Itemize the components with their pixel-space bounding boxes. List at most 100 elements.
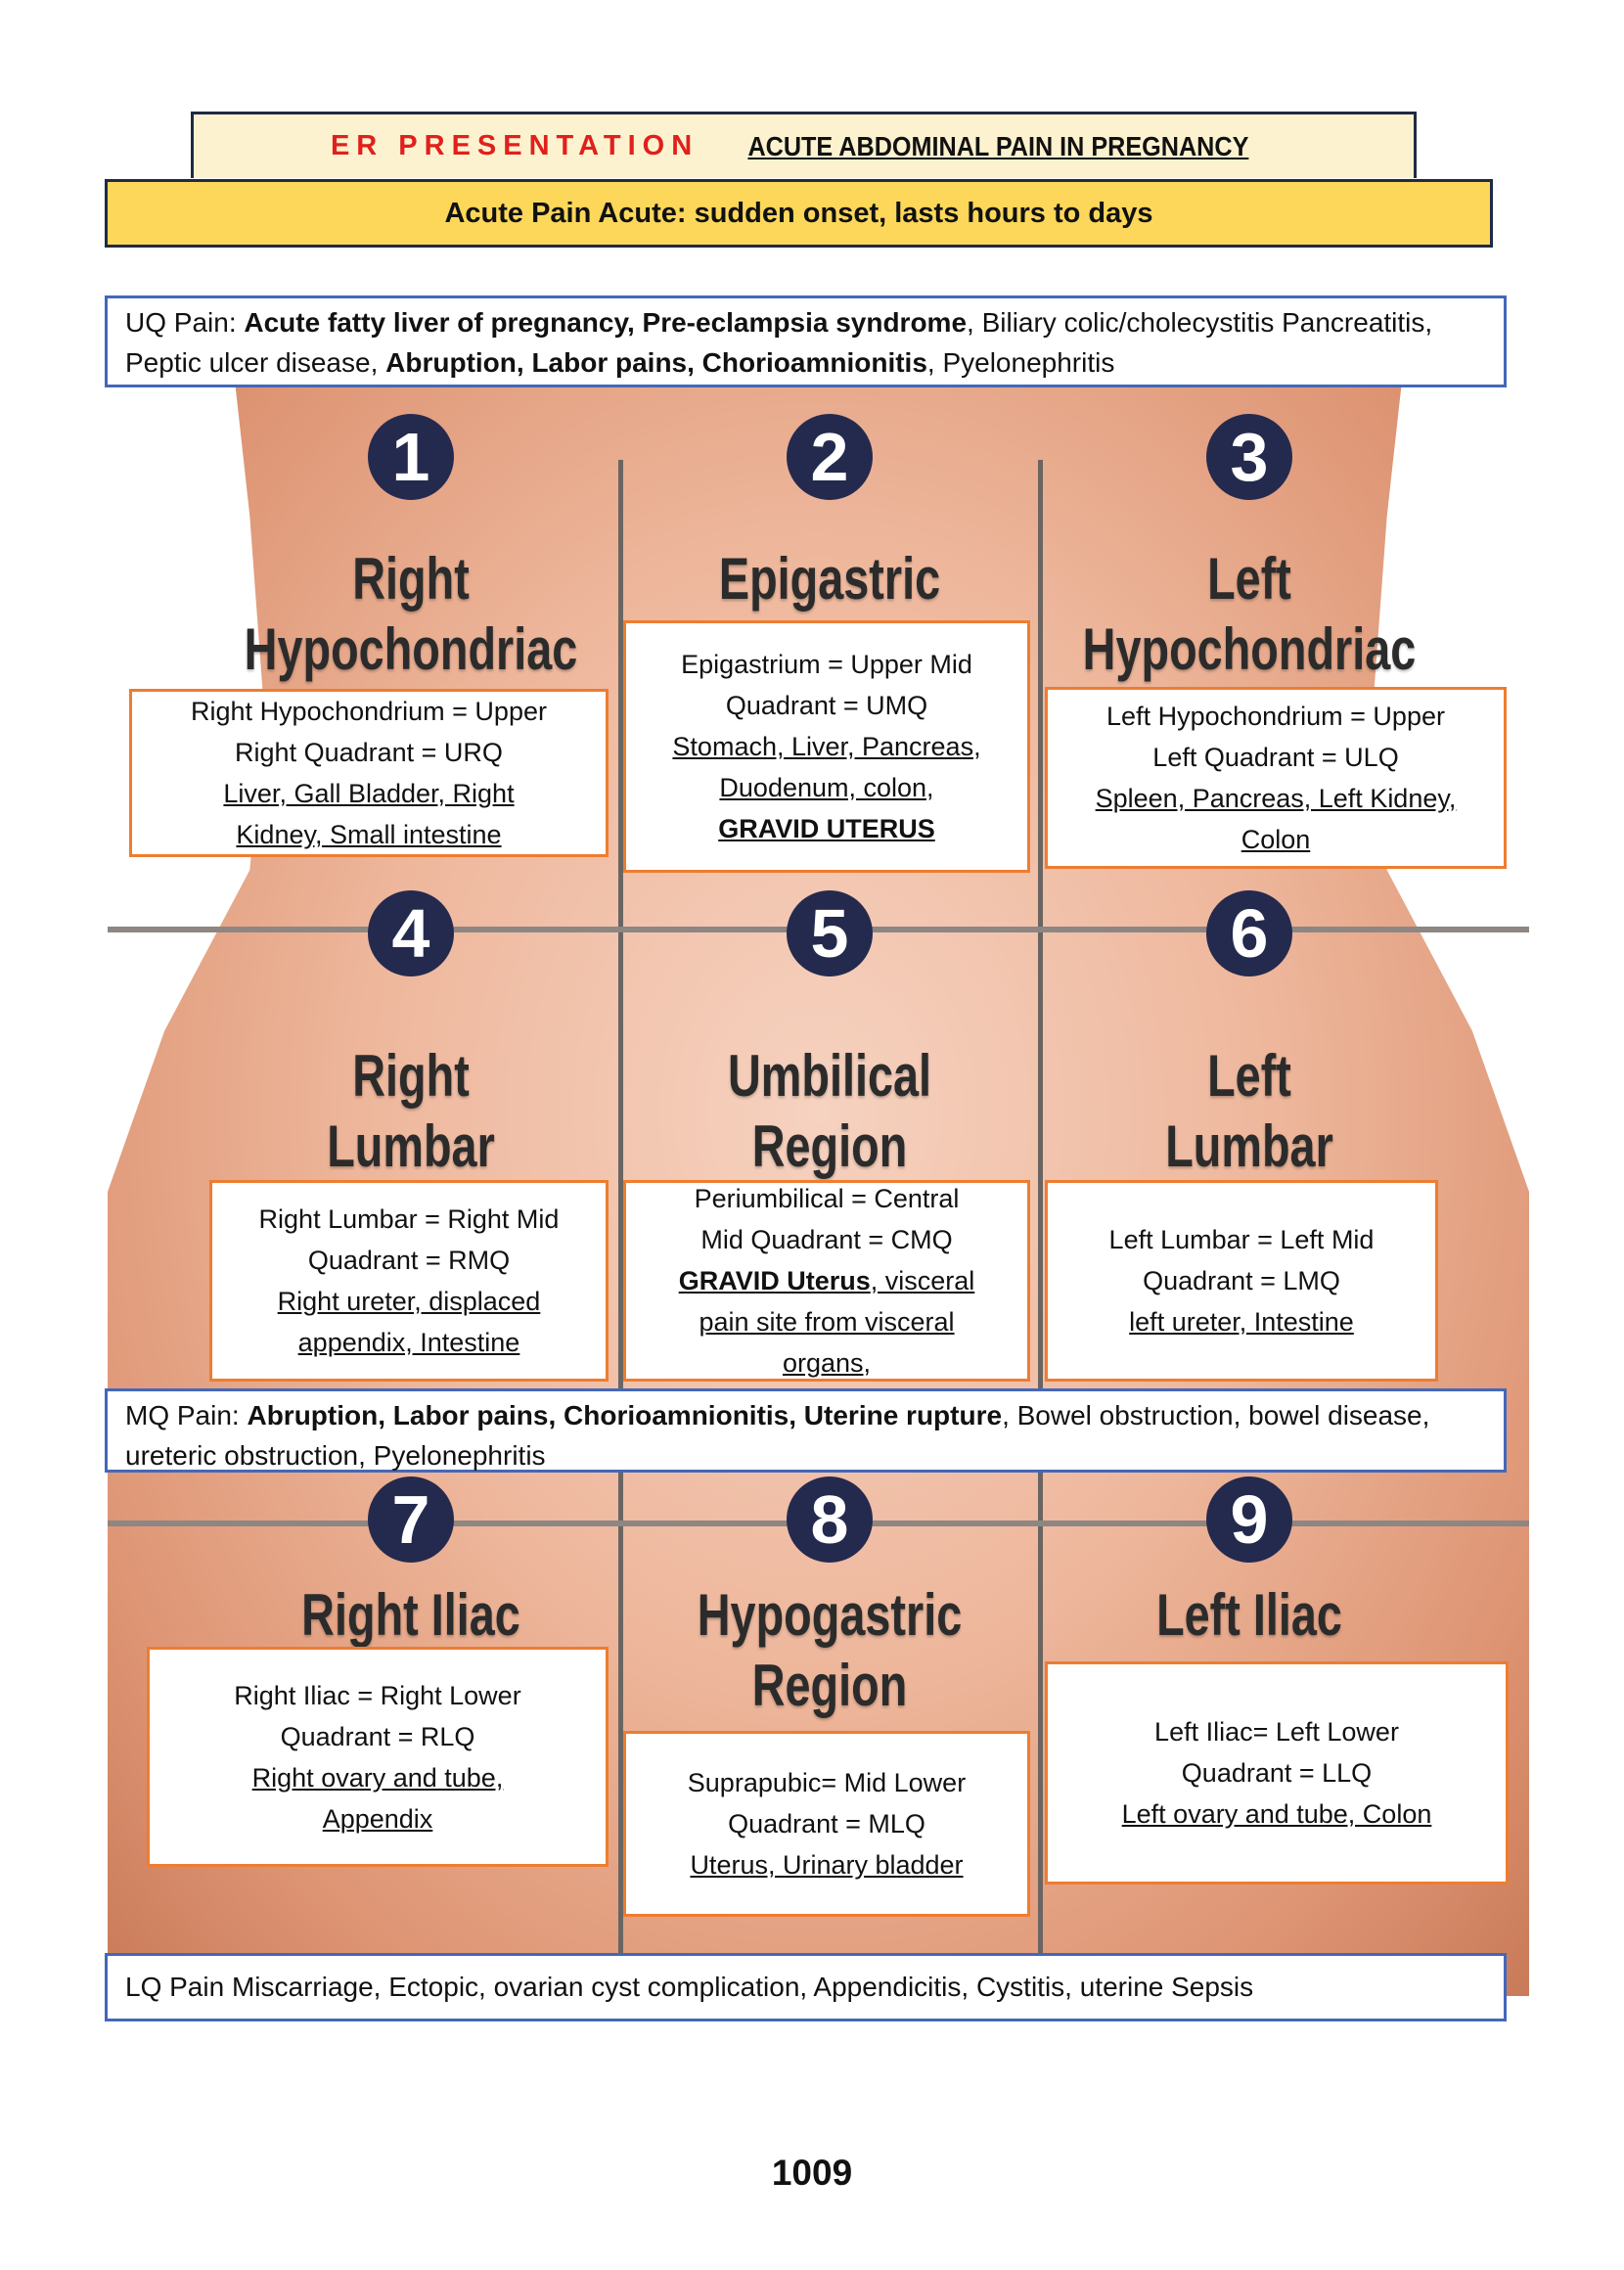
text-segment: Left Quadrant = ULQ — [1152, 743, 1399, 772]
region-info-line: Uterus, Urinary bladder — [690, 1844, 963, 1885]
region-info-line: Right Lumbar = Right Mid — [259, 1199, 560, 1240]
region-label: Epigastric — [616, 544, 1044, 614]
region-label-line: Lumbar — [1165, 1113, 1333, 1179]
region-number-badge: 8 — [787, 1476, 873, 1563]
subtitle-banner: Acute Pain Acute: sudden onset, lasts ho… — [105, 179, 1493, 248]
region-info-line: appendix, Intestine — [298, 1322, 520, 1363]
region-info-line: Stomach, Liver, Pancreas, — [672, 726, 980, 767]
text-segment: Abruption, Labor pains, Chorioamnionitis… — [247, 1400, 1003, 1430]
region-info-line: pain site from visceral — [699, 1301, 954, 1342]
text-segment: Left Iliac= Left Lower — [1154, 1717, 1399, 1747]
title-er-presentation: ER PRESENTATION — [330, 130, 699, 161]
region-label-line: Epigastric — [718, 546, 941, 612]
text-segment: Quadrant = LLQ — [1181, 1758, 1373, 1788]
text-segment: Appendix — [322, 1803, 433, 1834]
region-info-line: Right ovary and tube, — [252, 1757, 504, 1798]
text-segment: Quadrant = RMQ — [307, 1246, 511, 1275]
text-segment: Suprapubic= Mid Lower — [687, 1768, 967, 1797]
text-segment: Right ovary and tube, — [251, 1762, 504, 1793]
text-segment: Spleen, Pancreas, Left Kidney, — [1095, 784, 1457, 813]
region-info-line: Quadrant = LLQ — [1182, 1752, 1372, 1793]
region-label-line: Right — [352, 546, 470, 612]
region-info-line: Quadrant = MLQ — [728, 1803, 925, 1844]
text-segment: Abruption, Labor pains, Chorioamnionitis — [385, 347, 927, 378]
title-main: ACUTE ABDOMINAL PAIN IN PREGNANCY — [747, 130, 1249, 161]
region-info-line: GRAVID Uterus, visceral — [679, 1260, 975, 1301]
text-segment: organs, — [782, 1348, 872, 1378]
text-segment: , visceral — [870, 1266, 975, 1295]
text-segment: Right ureter, displaced — [277, 1287, 541, 1316]
region-number-badge: 5 — [787, 890, 873, 976]
region-label-line: Right — [352, 1043, 470, 1109]
region-info-line: Kidney, Small intestine — [236, 814, 501, 855]
region-number-badge: 2 — [787, 414, 873, 500]
region-info-line: Right ureter, displaced — [278, 1281, 541, 1322]
text-segment: Right Quadrant = URQ — [235, 738, 503, 767]
region-info-line: Duodenum, colon, — [719, 767, 933, 808]
region-info-line: Left Quadrant = ULQ — [1152, 737, 1398, 778]
region-info-line: Suprapubic= Mid Lower — [688, 1762, 966, 1803]
region-label: Left Iliac — [1036, 1580, 1464, 1651]
text-segment: pain site from visceral — [699, 1307, 955, 1337]
region-number-badge: 9 — [1206, 1476, 1292, 1563]
title-banner: ER PRESENTATION ACUTE ABDOMINAL PAIN IN … — [191, 112, 1417, 178]
text-segment: Right Iliac = Right Lower — [234, 1680, 521, 1710]
region-label-line: Left — [1207, 546, 1291, 612]
text-segment: Epigastrium = Upper Mid — [681, 650, 972, 679]
region-info-line: Epigastrium = Upper Mid — [681, 644, 972, 685]
region-divider-vertical — [618, 460, 623, 1996]
region-label-line: Hypochondriac — [244, 616, 578, 682]
lq-pain-box: LQ Pain Miscarriage, Ectopic, ovarian cy… — [105, 1953, 1507, 2021]
text-segment: Mid Quadrant = CMQ — [700, 1225, 953, 1254]
region-info-line: Appendix — [323, 1798, 433, 1839]
region-info-line: Liver, Gall Bladder, Right — [223, 773, 514, 814]
text-segment: MQ Pain: — [125, 1400, 248, 1430]
text-segment: Colon — [1241, 825, 1311, 854]
text-segment: Liver, Gall Bladder, Right — [223, 779, 515, 808]
text-segment: , Pyelonephritis — [926, 347, 1115, 378]
text-segment: Uterus, Urinary bladder — [690, 1850, 964, 1880]
region-label-line: Left Iliac — [1156, 1582, 1342, 1648]
text-segment: Duodenum, colon, — [719, 773, 934, 802]
text-segment: Kidney, Small intestine — [236, 820, 502, 849]
region-label-line: Hypogastric — [697, 1582, 963, 1648]
text-segment: Stomach, Liver, Pancreas, — [672, 732, 981, 761]
region-label-line: Region — [751, 1653, 908, 1718]
region-info-line: Quadrant = LMQ — [1143, 1260, 1340, 1301]
text-segment: Right Hypochondrium = Upper — [191, 697, 547, 726]
region-info-line: Left Iliac= Left Lower — [1154, 1711, 1399, 1752]
text-segment: Periumbilical = Central — [694, 1184, 960, 1213]
text-segment: Quadrant = UMQ — [725, 691, 928, 720]
region-number-badge: 6 — [1206, 890, 1292, 976]
region-info-line: Quadrant = UMQ — [726, 685, 927, 726]
region-number-badge: 7 — [368, 1476, 454, 1563]
region-label-line: Lumbar — [327, 1113, 495, 1179]
region-number-badge: 4 — [368, 890, 454, 976]
region-number-badge: 1 — [368, 414, 454, 500]
region-info-line: Spleen, Pancreas, Left Kidney, — [1096, 778, 1457, 819]
page-number: 1009 — [771, 2153, 853, 2193]
region-info-line: Right Quadrant = URQ — [235, 732, 503, 773]
region-info-line: Right Hypochondrium = Upper — [191, 691, 547, 732]
region-info-line: left ureter, Intestine — [1129, 1301, 1354, 1342]
region-label-line: Umbilical — [727, 1043, 932, 1109]
region-info-line: Colon — [1241, 819, 1311, 860]
text-segment: , Biliary colic/cholecystitis Pancreatit… — [125, 307, 1433, 378]
text-segment: , Bowel obstruction, bowel disease, uret… — [125, 1400, 1430, 1471]
region-info-line: Mid Quadrant = CMQ — [700, 1219, 952, 1260]
region-divider-vertical — [1038, 460, 1043, 1996]
region-info-line: Quadrant = RMQ — [308, 1240, 510, 1281]
text-segment: Quadrant = MLQ — [728, 1809, 925, 1839]
region-info-line: Left Hypochondrium = Upper — [1106, 696, 1445, 737]
